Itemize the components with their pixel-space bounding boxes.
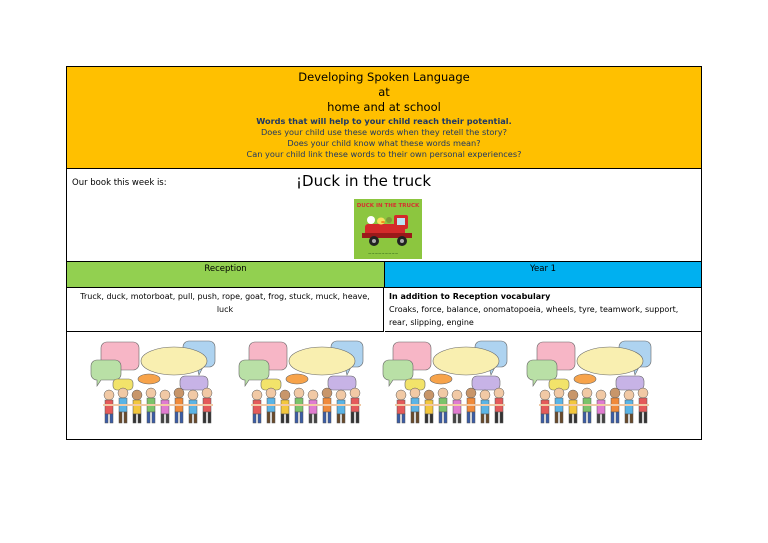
reception-heading: Reception bbox=[67, 262, 385, 288]
header-title-line1: Developing Spoken Language bbox=[298, 70, 470, 84]
header-question-3: Can your child link these words to their… bbox=[246, 149, 522, 159]
children-illustration bbox=[67, 333, 701, 439]
header-panel: Developing Spoken Language at home and a… bbox=[67, 67, 701, 169]
year1-words: Croaks, force, balance, onomatopoeia, wh… bbox=[389, 305, 679, 327]
year1-heading: Year 1 bbox=[385, 262, 701, 288]
header-question-1: Does your child use these words when the… bbox=[260, 127, 507, 137]
header-question-2: Does your child know what these words me… bbox=[287, 138, 481, 148]
book-label: Our book this week is: bbox=[72, 178, 167, 188]
header-title-line2: at bbox=[378, 85, 390, 99]
year1-vocabulary: In addition to Reception vocabulary Croa… bbox=[385, 288, 701, 332]
book-cover-image: DUCK IN THE TRUCK ~~~~~~~~~ bbox=[354, 199, 422, 259]
book-cover-title: DUCK IN THE TRUCK bbox=[356, 203, 420, 209]
red-truck-icon bbox=[362, 215, 412, 246]
book-row: Our book this week is: ¡Duck in the truc… bbox=[67, 168, 701, 262]
reception-vocabulary: Truck, duck, motorboat, pull, push, rope… bbox=[67, 288, 384, 332]
cover-author-strip: ~~~~~~~~~ bbox=[368, 251, 399, 256]
children-talking-speech-bubbles-icon bbox=[90, 340, 652, 424]
header-title-line3: home and at school bbox=[327, 100, 441, 114]
header-tagline: Words that will help to your child reach… bbox=[256, 116, 512, 126]
book-title: ¡Duck in the truck bbox=[296, 172, 432, 190]
year1-intro: In addition to Reception vocabulary bbox=[389, 292, 551, 301]
vocabulary-sheet: Developing Spoken Language at home and a… bbox=[66, 66, 702, 440]
